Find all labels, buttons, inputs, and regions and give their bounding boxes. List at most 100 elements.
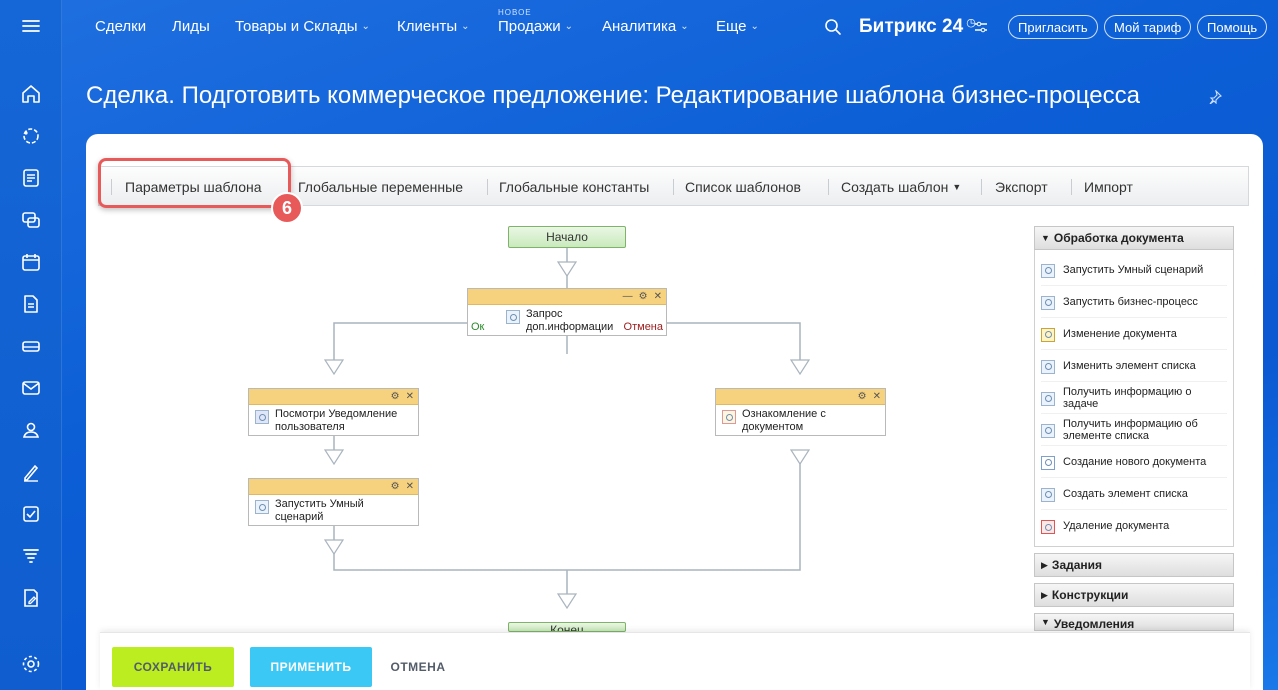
crm-icon[interactable] xyxy=(15,120,47,152)
nav-analytics[interactable]: Аналитика⌄ xyxy=(602,18,689,35)
close-icon[interactable]: ✕ xyxy=(653,291,662,302)
request-info-node[interactable]: —⚙✕ Запрос доп.информации Ок Отмена xyxy=(467,288,667,336)
new-badge: НОВОЕ xyxy=(498,8,532,17)
palette-item-label: Удаление документа xyxy=(1063,520,1170,532)
workflow-canvas[interactable]: Начало —⚙✕ Запрос доп.информации Ок Отме… xyxy=(86,224,1026,690)
ok-branch-label: Ок xyxy=(471,321,485,333)
nav-leads[interactable]: Лиды xyxy=(172,18,210,35)
chevron-down-icon: ⌄ xyxy=(461,21,470,32)
tasks-list-icon[interactable] xyxy=(15,162,47,194)
sign-icon[interactable] xyxy=(15,456,47,488)
review-document-label: Ознакомление с документом xyxy=(742,408,826,433)
nav-more[interactable]: Еще⌄ xyxy=(716,18,759,35)
export-button[interactable]: Экспорт xyxy=(995,179,1048,195)
start-node[interactable]: Начало xyxy=(508,226,626,248)
nav-deals[interactable]: Сделки xyxy=(95,18,146,35)
activity-icon xyxy=(1041,359,1055,374)
document-icon[interactable] xyxy=(15,288,47,320)
close-icon[interactable]: ✕ xyxy=(405,391,414,402)
notify-user-node[interactable]: ⚙✕ Посмотри Уведомление пользователя xyxy=(248,388,419,436)
chevron-down-icon: ⌄ xyxy=(680,21,689,32)
palette-item[interactable]: Получить информацию о задаче xyxy=(1041,382,1227,414)
minimize-icon[interactable]: — xyxy=(622,291,633,302)
save-button[interactable]: СОХРАНИТЬ xyxy=(112,647,234,687)
activity-icon xyxy=(1041,423,1055,438)
contacts-icon[interactable] xyxy=(15,414,47,446)
section-title: Конструкции xyxy=(1051,588,1129,602)
filter-icon[interactable] xyxy=(15,540,47,572)
calendar-icon[interactable] xyxy=(15,246,47,278)
toolbar-divider xyxy=(1071,179,1072,195)
palette-item[interactable]: Запустить бизнес-процесс xyxy=(1041,286,1227,318)
template-list-button[interactable]: Список шаблонов xyxy=(685,179,801,195)
import-button[interactable]: Импорт xyxy=(1084,179,1133,195)
palette-item-label: Получить информацию об элементе списка xyxy=(1063,417,1198,442)
node-body: Посмотри Уведомление пользователя xyxy=(249,405,418,437)
search-icon[interactable] xyxy=(824,18,842,41)
caret-down-icon: ▼ xyxy=(1041,617,1050,627)
gear-icon[interactable]: ⚙ xyxy=(857,391,867,402)
apply-button[interactable]: ПРИМЕНИТЬ xyxy=(250,647,372,687)
checkbox-icon[interactable] xyxy=(15,498,47,530)
palette-item[interactable]: Изменение документа xyxy=(1041,318,1227,350)
node-body: Запрос доп.информации xyxy=(468,305,666,337)
section-title: Уведомления xyxy=(1053,617,1135,631)
gear-icon[interactable]: ⚙ xyxy=(390,391,400,402)
palette-item[interactable]: Изменить элемент списка xyxy=(1041,350,1227,382)
review-document-node[interactable]: ⚙✕ Ознакомление с документом xyxy=(715,388,886,436)
toolbar-divider xyxy=(981,179,982,195)
top-navigation: Сделки Лиды Товары и Склады⌄ Клиенты⌄ НО… xyxy=(62,0,1278,56)
brand-logo[interactable]: Битрикс 24 ◷ xyxy=(859,16,976,38)
chat-icon[interactable] xyxy=(15,204,47,236)
drive-icon[interactable] xyxy=(15,330,47,362)
footer-bar: СОХРАНИТЬ ПРИМЕНИТЬ ОТМЕНА xyxy=(100,632,1250,690)
toolbar-divider xyxy=(828,179,829,195)
nav-clients[interactable]: Клиенты⌄ xyxy=(397,18,470,35)
palette-item-label: Получить информацию о задаче xyxy=(1063,385,1192,410)
palette-item[interactable]: Запустить Умный сценарий xyxy=(1041,254,1227,286)
activity-icon xyxy=(1041,295,1055,310)
close-icon[interactable]: ✕ xyxy=(405,481,414,492)
palette-section-constructs[interactable]: ▶Конструкции xyxy=(1034,583,1234,607)
palette-item-label: Создать элемент списка xyxy=(1063,487,1188,500)
palette-item[interactable]: Получить информацию об элементе списка xyxy=(1041,414,1227,446)
delete-document-icon xyxy=(1041,520,1055,534)
palette-section-tasks[interactable]: ▶Задания xyxy=(1034,553,1234,577)
edit-document-icon[interactable] xyxy=(15,582,47,614)
gear-icon[interactable]: ⚙ xyxy=(638,291,648,302)
palette-item-label: Изменение документа xyxy=(1063,327,1177,340)
nav-sales[interactable]: Продажи⌄ xyxy=(498,18,573,35)
palette-section-document[interactable]: ▼Обработка документа xyxy=(1034,226,1234,250)
node-header: ⚙✕ xyxy=(716,389,885,405)
gear-icon[interactable]: ⚙ xyxy=(390,481,400,492)
home-icon[interactable] xyxy=(15,78,47,110)
sliders-icon[interactable] xyxy=(974,20,988,39)
page-title: Сделка. Подготовить коммерческое предлож… xyxy=(86,82,1140,109)
palette-item[interactable]: Создать элемент списка xyxy=(1041,478,1227,510)
help-button[interactable]: Помощь xyxy=(1197,15,1268,39)
node-header: ⚙✕ xyxy=(249,389,418,405)
pin-icon[interactable] xyxy=(1208,89,1222,109)
my-tariff-button[interactable]: Мой тариф xyxy=(1104,15,1192,39)
caret-right-icon: ▶ xyxy=(1041,589,1048,600)
nav-products[interactable]: Товары и Склады⌄ xyxy=(235,18,370,35)
invite-button[interactable]: Пригласить xyxy=(1008,15,1098,39)
mail-icon[interactable] xyxy=(15,372,47,404)
node-header: ⚙✕ xyxy=(249,479,418,495)
template-params-button[interactable]: Параметры шаблона xyxy=(125,179,262,195)
left-sidebar xyxy=(0,0,62,690)
cancel-button[interactable]: ОТМЕНА xyxy=(390,660,446,674)
palette-item[interactable]: Удаление документа xyxy=(1041,510,1227,542)
global-constants-button[interactable]: Глобальные константы xyxy=(499,179,650,195)
palette-list: Запустить Умный сценарий Запустить бизне… xyxy=(1034,250,1234,547)
run-scenario-node[interactable]: ⚙✕ Запустить Умный сценарий xyxy=(248,478,419,526)
palette-section-notifications[interactable]: ▼Уведомления xyxy=(1034,613,1234,631)
end-node[interactable]: Конец xyxy=(508,622,626,632)
create-template-button[interactable]: Создать шаблон▼ xyxy=(841,179,961,195)
menu-burger-icon[interactable] xyxy=(15,10,47,42)
settings-gear-icon[interactable] xyxy=(15,648,47,680)
close-icon[interactable]: ✕ xyxy=(872,391,881,402)
palette-item[interactable]: Создание нового документа xyxy=(1041,446,1227,478)
global-variables-button[interactable]: Глобальные переменные xyxy=(298,179,463,195)
activity-icon xyxy=(255,500,269,514)
